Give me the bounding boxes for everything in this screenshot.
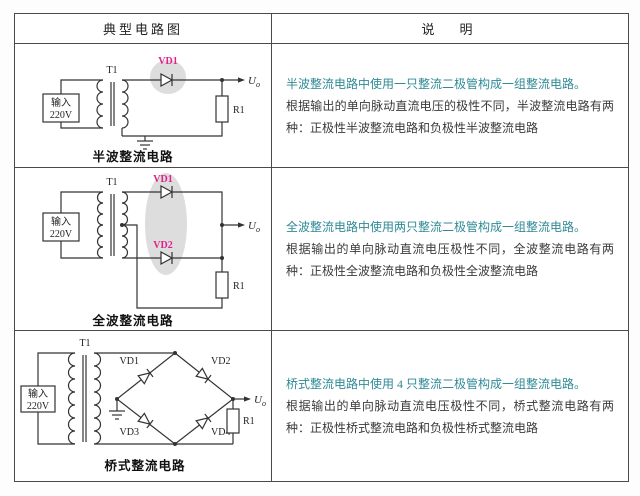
input-voltage-label: 220V [27,401,50,412]
transformer-t1: T1 [67,338,102,445]
input-terminal: 输入 220V [42,191,103,259]
diode-vd1: VD1 [122,56,222,88]
diode-highlight-blob [145,173,187,275]
full-wave-circuit-diagram: T1 输入 220V VD1 [42,173,260,328]
header-typical-circuit: 典型电路图 [15,14,272,43]
explanation-paragraph: 根据输出的单向脉动直流电压极性不同，全波整流电路有两种：正极性全波整流电路和负极… [286,242,614,278]
diode-vd4-label: VD4 [211,427,230,438]
input-voltage-label: 220V [50,110,73,121]
circuit-caption: 桥式整流电路 [104,458,185,473]
header-explanation: 说 明 [421,22,479,37]
bridge-circuit-diagram: T1 输入 220V [20,338,266,473]
diode-vd2 [195,367,212,384]
full-wave-diagram-cell: T1 输入 220V VD1 [15,168,272,330]
transformer-label: T1 [106,177,117,188]
explanation-paragraph: 半波整流电路中使用一只整流二极管构成一组整流电路。 [286,76,587,91]
explanation-paragraph: 桥式整流电路中使用 4 只整流二极管构成一组整流电路。 [286,377,587,391]
row-bridge: T1 输入 220V [15,331,628,481]
half-wave-explanation: 半波整流电路中使用一只整流二极管构成一组整流电路。根据输出的单向脉动直流电压的极… [272,44,628,167]
output-arrow-icon [244,396,251,402]
diode-vd2-label: VD2 [153,240,172,251]
diode-vd4 [195,413,212,430]
resistor-r1: R1 [120,223,245,309]
diode-vd2-label: VD2 [211,356,230,367]
diode-vd1-label: VD1 [153,174,172,185]
table-header: 典型电路图 说 明 [15,14,628,44]
diode-vd1 [137,368,154,385]
diode-vd1: VD1 [122,174,223,225]
input-label: 输入 [28,387,48,400]
output-label: Uo [254,394,266,408]
resistor-r1: R1 [226,399,255,444]
resistor-label: R1 [233,281,245,292]
diode-vd1-label: VD1 [120,356,139,367]
diode-vd3-label: VD3 [120,427,139,438]
transformer-label: T1 [79,338,90,349]
circuit-caption: 全波整流电路 [91,313,173,328]
explanation-paragraph: 全波整流电路中使用两只整流二极管构成一组整流电路。 [286,220,587,234]
transformer-label: T1 [106,65,117,76]
output-uo: Uo [220,75,260,89]
output-uo: Uo [233,394,266,408]
output-arrow-icon [238,222,245,228]
output-uo: Uo [220,220,260,234]
row-half-wave: T1 输入 220V VD1 [15,44,628,168]
output-label: Uo [248,220,260,234]
transformer-t1: T1 [96,65,129,129]
resistor-label: R1 [243,416,255,427]
ground-icon [137,136,153,150]
explanation-paragraph: 根据输出的单向脉动直流电压极性不同，桥式整流电路有两种：正极性桥式整流电路和负极… [286,399,614,435]
rectifier-circuits-table: 典型电路图 说 明 T1 输入 [14,13,629,482]
ground-icon [109,399,125,420]
center-tap-dot [120,223,124,227]
diode-vd3 [137,412,154,429]
output-arrow-icon [238,77,245,83]
input-label: 输入 [51,215,71,228]
diode-highlight-blob [150,60,186,94]
explanation-paragraph: 根据输出的单向脉动直流电压的极性不同，半波整流电路有两种：正极性半波整流电路和负… [286,98,614,135]
row-full-wave: T1 输入 220V VD1 [15,168,628,331]
input-voltage-label: 220V [50,229,73,240]
half-wave-diagram-cell: T1 输入 220V VD1 [15,44,272,167]
output-label: Uo [248,75,260,89]
input-terminal: 输入 220V [20,352,75,445]
bridge-top-node [173,351,177,355]
circuit-caption: 半波整流电路 [92,149,173,164]
bridge-bottom-node [173,442,177,446]
input-terminal: 输入 220V [42,79,103,129]
resistor-r1: R1 [121,80,245,137]
diode-vd1-label: VD1 [158,56,177,67]
full-wave-explanation: 全波整流电路中使用两只整流二极管构成一组整流电路。根据输出的单向脉动直流电压极性… [272,168,628,330]
bridge-explanation: 桥式整流电路中使用 4 只整流二极管构成一组整流电路。根据输出的单向脉动直流电压… [272,331,628,481]
transformer-t1: T1 [96,177,129,259]
half-wave-circuit-diagram: T1 输入 220V VD1 [42,56,260,164]
resistor-label: R1 [233,105,245,116]
bridge-diagram-cell: T1 输入 220V [15,331,272,481]
input-label: 输入 [51,96,71,109]
